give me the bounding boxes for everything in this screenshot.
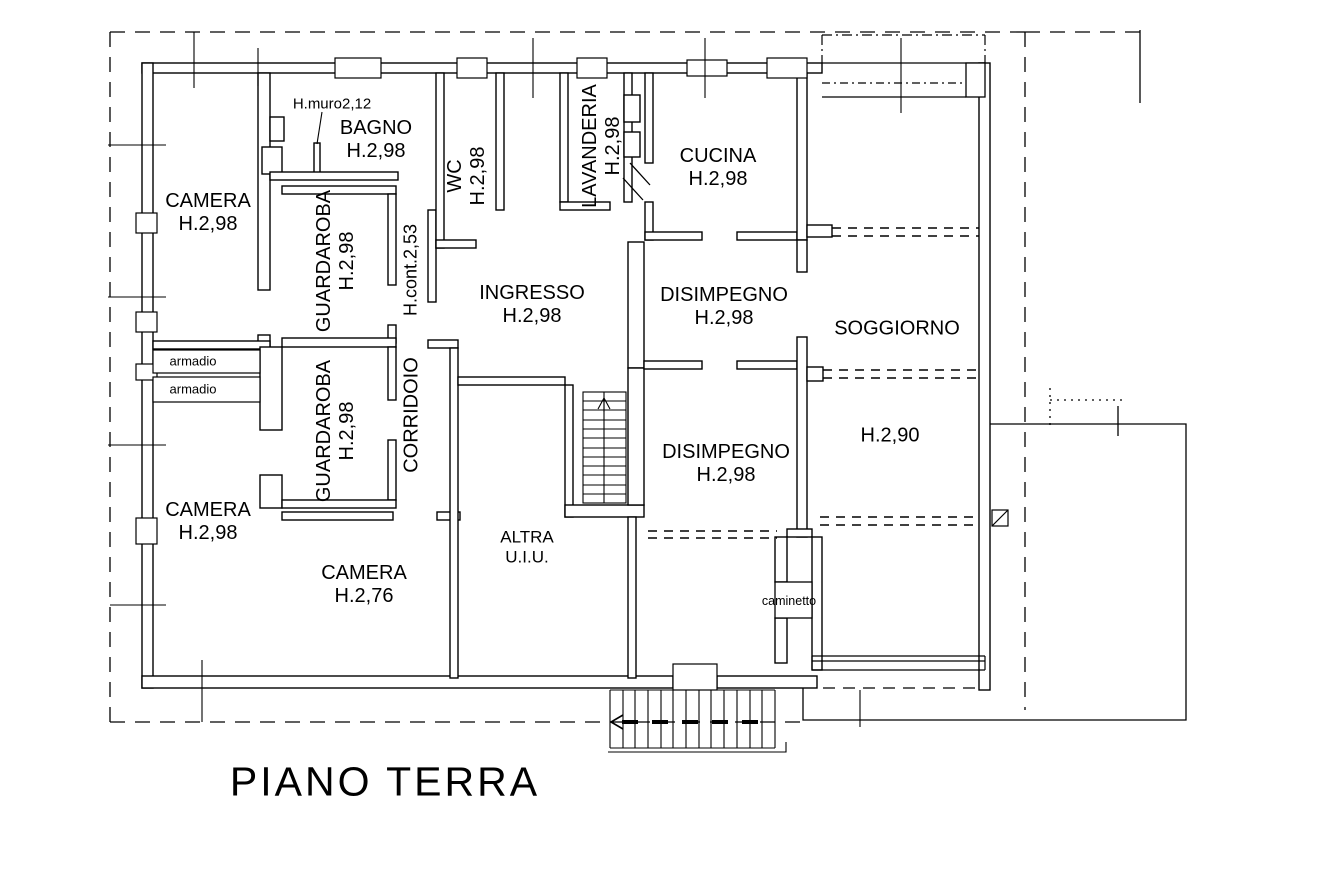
- room-label-disimpegno-s: DISIMPEGNO H.2,98: [662, 440, 790, 486]
- room-label-soggiorno-height: H.2,90: [860, 424, 920, 447]
- dashed-openings: [648, 227, 979, 539]
- interior-walls: [152, 72, 833, 679]
- fireplace-caminetto: [774, 581, 813, 619]
- pillar-symbol: [991, 509, 1009, 527]
- note-h-cont: H.cont.2,53: [400, 223, 421, 317]
- room-label-camera-s: CAMERA H.2,76: [321, 561, 407, 607]
- label-caminetto: caminetto: [761, 593, 817, 608]
- leader-line: [316, 111, 323, 145]
- room-label-soggiorno: SOGGIORNO: [834, 317, 960, 340]
- room-label-lavanderia: LAVANDERIA H.2,98: [578, 84, 624, 208]
- door-leaf-lines: [622, 162, 651, 201]
- stair-up-arrow-icon: [597, 396, 611, 412]
- balcony-overhang: [821, 34, 986, 98]
- terrace-railing: [811, 655, 986, 689]
- staircase-internal: [582, 391, 627, 504]
- room-label-altra-uiu: ALTRA U.I.U.: [500, 527, 554, 566]
- room-label-guardaroba-s: GUARDAROBA H.2,98: [312, 359, 358, 503]
- room-label-guardaroba-n: GUARDAROBA H.2,98: [312, 189, 358, 333]
- entrance-porch: [672, 663, 718, 691]
- reference-ticks: [108, 32, 902, 727]
- east-annex-outline: [802, 30, 1187, 721]
- room-label-camera-nw: CAMERA H.2,98: [165, 189, 251, 235]
- room-label-camera-sw: CAMERA H.2,98: [165, 498, 251, 544]
- label-armadio-top: armadio: [169, 353, 217, 369]
- room-label-disimpegno-n: DISIMPEGNO H.2,98: [660, 283, 788, 329]
- note-h-muro: H.muro2,12: [292, 95, 372, 113]
- room-label-cucina: CUCINA H.2,98: [679, 144, 757, 190]
- staircase-external: [608, 689, 787, 753]
- room-label-ingresso: INGRESSO H.2,98: [479, 281, 585, 327]
- room-label-wc: WC H.2,98: [443, 146, 489, 206]
- wardrobe-boxes: [152, 349, 261, 403]
- label-armadio-bottom: armadio: [169, 381, 217, 397]
- room-label-corridoio: CORRIDOIO: [400, 357, 423, 473]
- room-label-bagno: BAGNO H.2,98: [339, 116, 413, 162]
- window-symbols: [135, 57, 808, 545]
- page-title: PIANO TERRA: [229, 758, 541, 805]
